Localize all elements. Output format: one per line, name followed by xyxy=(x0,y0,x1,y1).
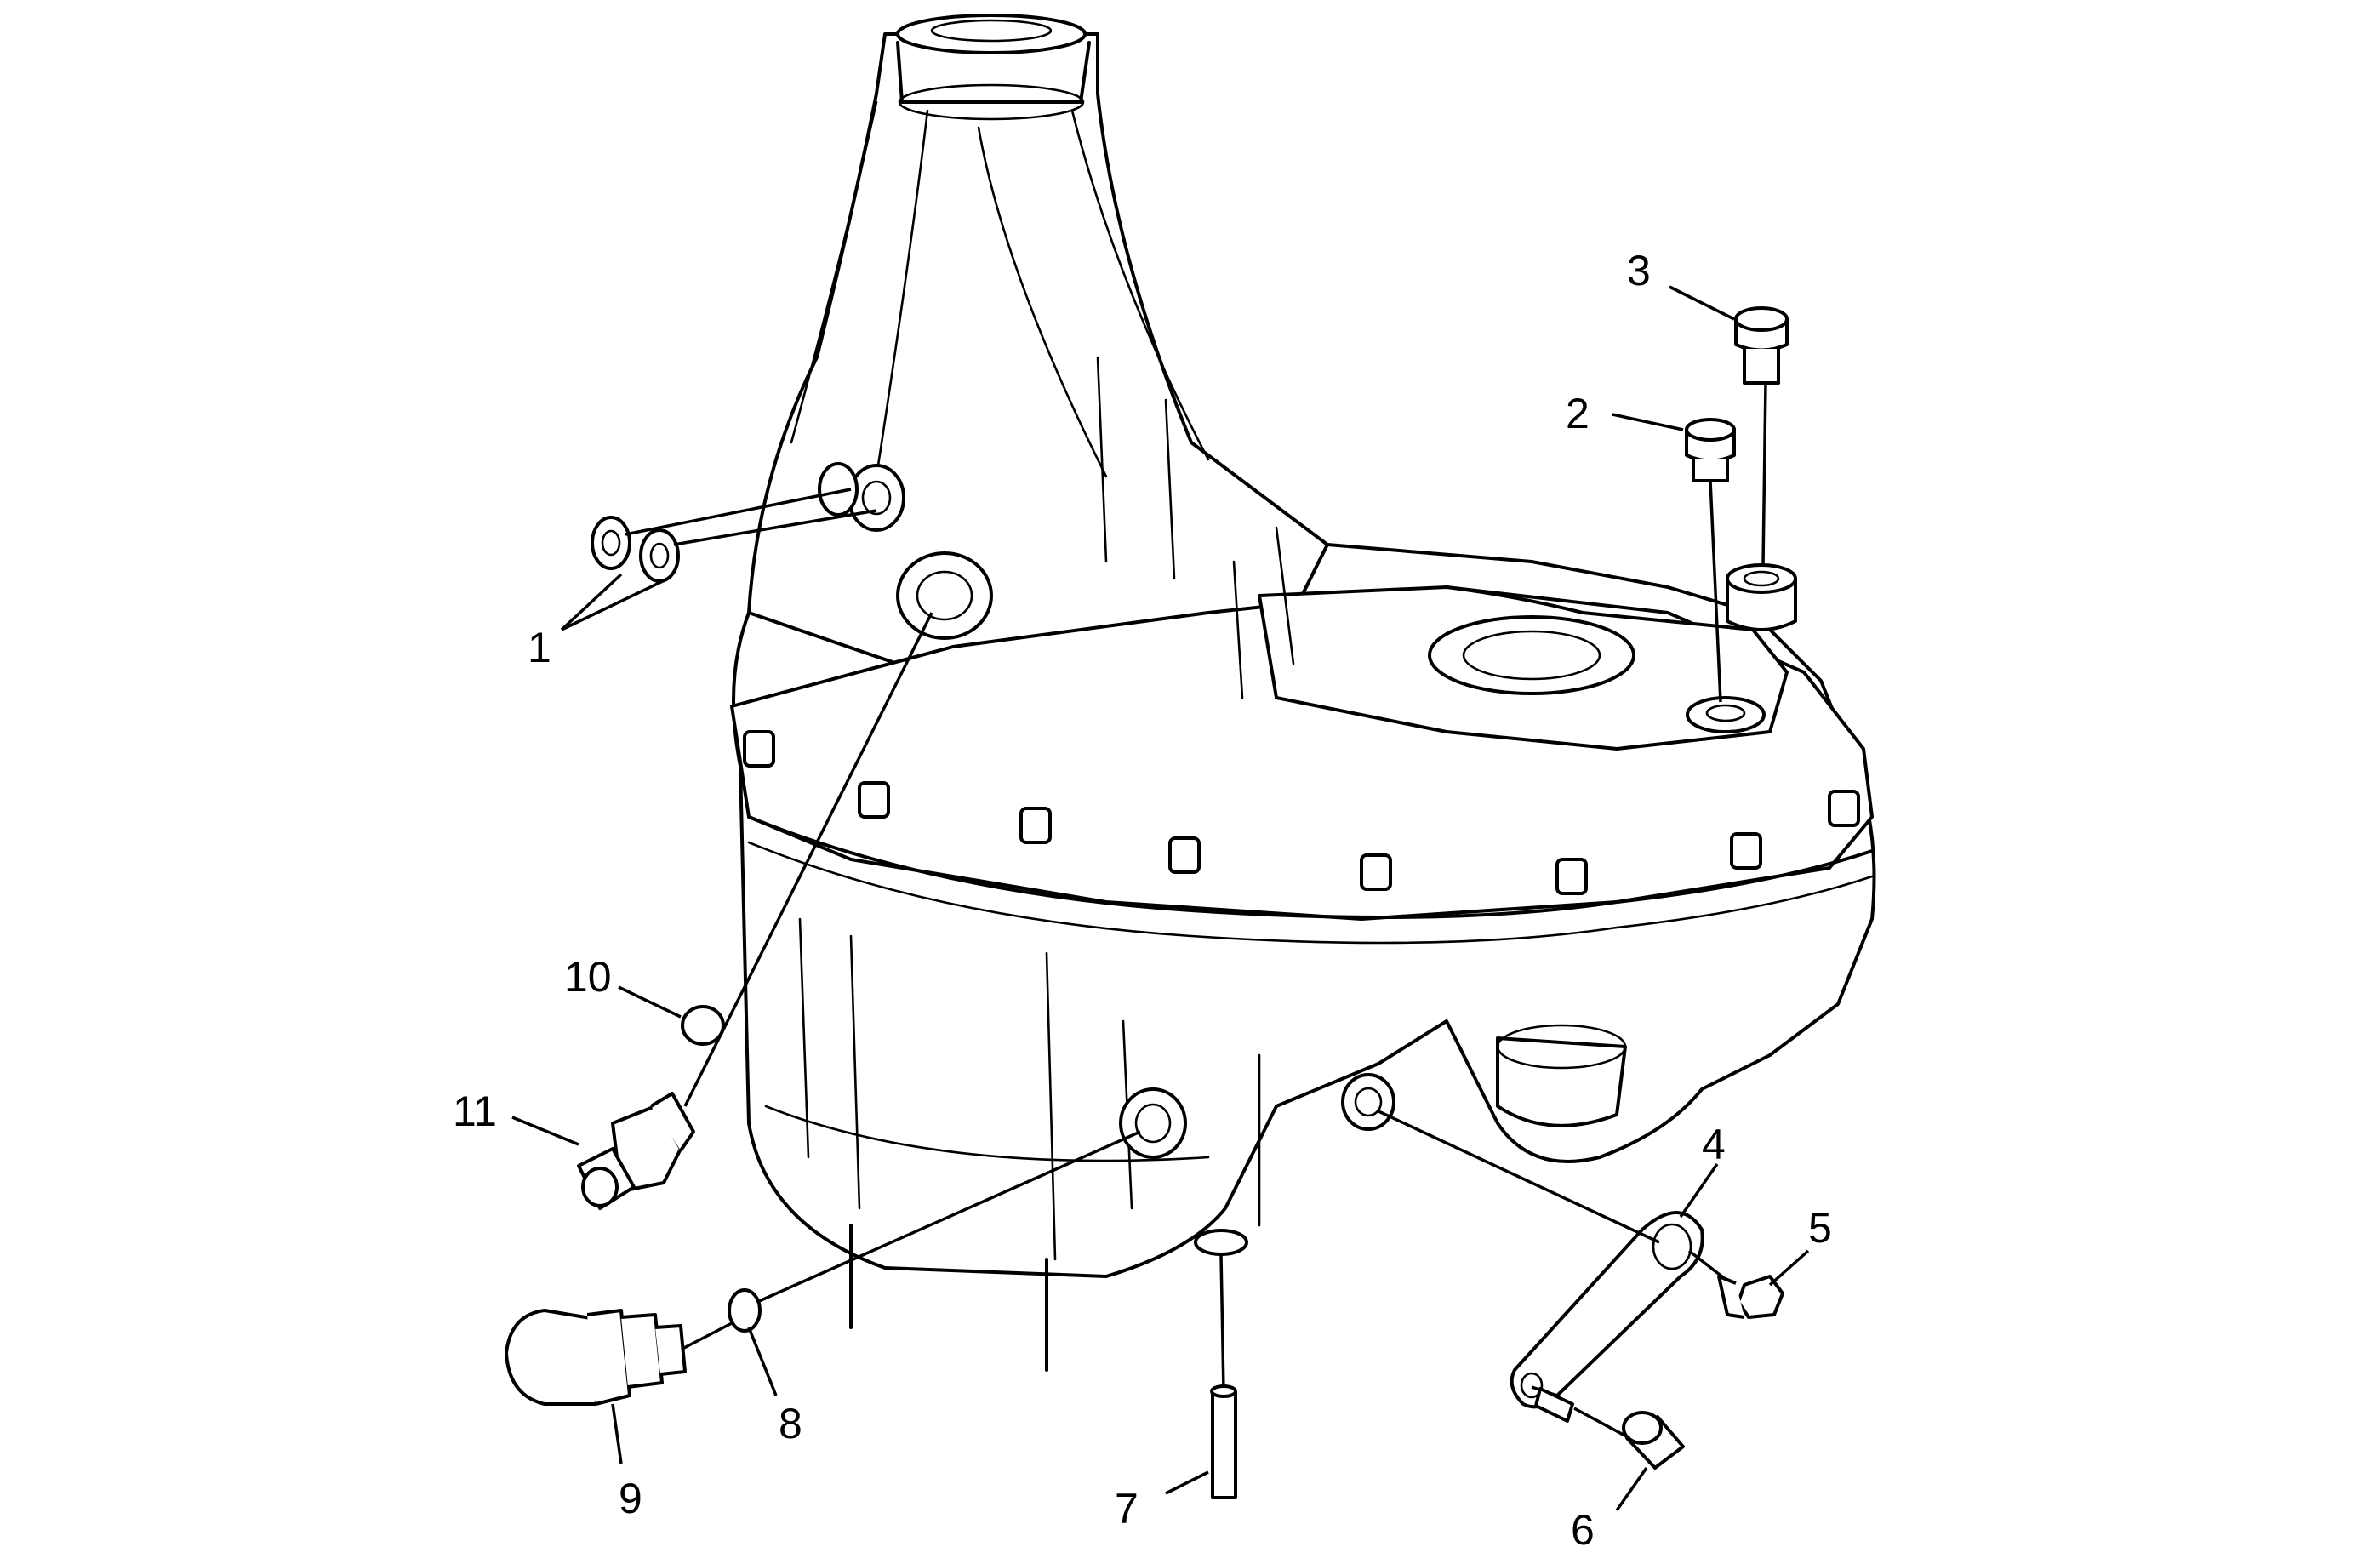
callout-2: 2 xyxy=(1566,390,1590,437)
part-7-plug xyxy=(1210,1254,1237,1499)
callout-7: 7 xyxy=(1115,1485,1139,1533)
callout-3: 3 xyxy=(1627,247,1651,294)
part-4-bracket xyxy=(1376,1109,1704,1409)
part-1-bolts xyxy=(591,488,877,583)
case-bolts xyxy=(743,730,1860,895)
part-8-o-ring xyxy=(728,1130,1141,1333)
callout-6: 6 xyxy=(1571,1506,1595,1554)
part-6-spacer xyxy=(1531,1385,1685,1470)
callout-leaders xyxy=(511,285,1810,1512)
callout-5: 5 xyxy=(1808,1204,1832,1252)
part-9-sensor xyxy=(505,1309,733,1406)
callout-10: 10 xyxy=(564,953,612,1001)
callout-11: 11 xyxy=(453,1087,497,1135)
part-3-plug xyxy=(1734,306,1789,567)
callout-9: 9 xyxy=(619,1475,642,1522)
part-11-sensor xyxy=(577,612,933,1210)
part-10-o-ring xyxy=(681,1005,725,1046)
callout-4: 4 xyxy=(1702,1121,1726,1168)
callout-8: 8 xyxy=(779,1400,802,1447)
part-2-plug xyxy=(1685,418,1736,703)
callout-1: 1 xyxy=(528,624,551,671)
callout-labels: 1 2 3 4 5 6 7 8 9 10 11 xyxy=(453,247,1832,1554)
part-5-bolt xyxy=(1687,1249,1784,1319)
transfer-case-housing xyxy=(730,14,1876,1372)
